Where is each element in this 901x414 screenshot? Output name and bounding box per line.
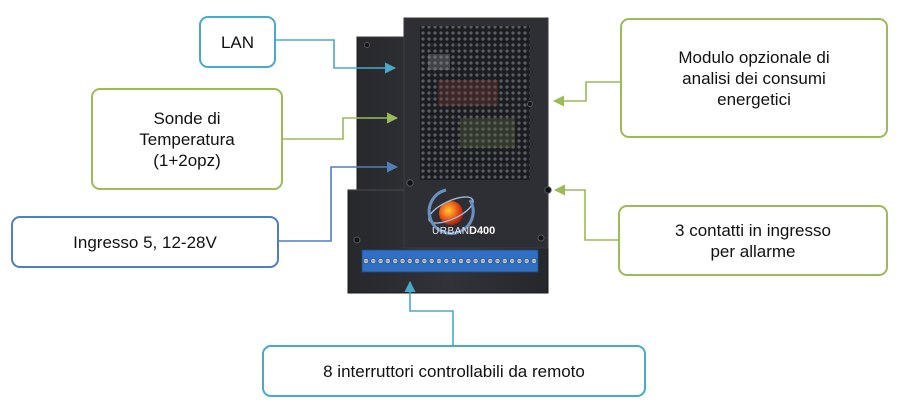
callout-alarm-contacts-line: per allarme [710,241,796,261]
callout-lan-label: LAN [220,32,255,52]
screw [527,101,533,107]
callout-power-input: Ingresso 5, 12-28V [11,216,279,268]
connector-switches [404,280,454,345]
callout-temperature-line: (1+2opz) [153,150,221,170]
callout-energy-module-line: Modulo opzionale di [678,47,830,67]
screw [406,179,414,187]
connector-temperature [283,112,399,140]
terminal-block [361,249,539,273]
screw [364,42,370,48]
callout-energy-module-line: analisi dei consumi [682,68,826,88]
urban-logo: URBAN D400 [427,188,495,237]
brand-model: D400 [469,225,495,237]
screw [353,236,361,244]
device-enclosure [347,17,552,294]
callout-temperature-line: Sonde di [153,108,221,128]
callout-energy-module: Modulo opzionale di analisi dei consumi … [620,18,888,138]
connector-lan [276,39,397,74]
connector-alarm-contacts [553,184,618,241]
vent-grille [420,26,530,180]
callout-remote-switches-label: 8 interruttori controllabili da remoto [323,361,585,381]
connector-power-input [279,161,399,242]
screw [537,234,545,242]
callout-temperature-probes: Sonde di Temperatura (1+2opz) [91,88,283,190]
connector-energy-module [552,81,620,107]
callout-alarm-contacts: 3 contatti in ingresso per allarme [618,205,888,276]
callout-alarm-contacts-line: 3 contatti in ingresso [675,220,831,240]
callout-temperature-line: Temperatura [139,129,235,149]
callout-energy-module-line: energetici [717,89,791,109]
callout-lan: LAN [199,16,276,68]
callout-power-input-label: Ingresso 5, 12-28V [73,232,217,252]
brand-prefix: URBAN [432,226,470,237]
screw [544,186,552,194]
callout-remote-switches: 8 interruttori controllabili da remoto [262,345,646,397]
